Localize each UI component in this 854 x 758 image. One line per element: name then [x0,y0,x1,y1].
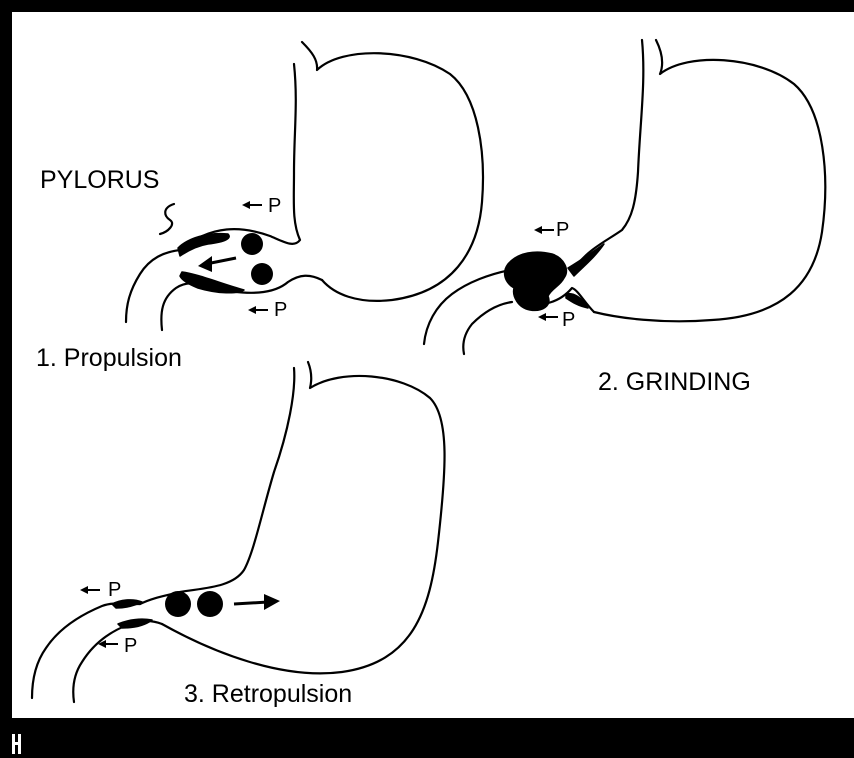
pressure-label: P [108,579,121,601]
pressure-label: P [556,219,569,241]
pressure-label: P [268,195,281,217]
stage-propulsion-label: 1. Propulsion [36,346,182,371]
diagram-panel: P P P P [12,12,854,718]
food-particle [241,233,263,255]
corner-mark [12,742,21,745]
food-particle [251,263,273,285]
pressure-label: P [124,635,137,657]
pressure-arrow-icon [248,306,256,314]
stomach-retropulsion: P P [32,362,445,702]
pressure-arrow-icon [242,201,250,209]
pressure-arrow-icon [538,313,546,321]
stage-retropulsion-label: 3. Retropulsion [184,682,352,707]
stomach-grinding: P P [424,40,825,354]
pressure-label: P [274,299,287,321]
pressure-arrow-icon [534,226,542,234]
stage-grinding-label: 2. GRINDING [598,370,751,395]
stomach-propulsion: P P [126,42,483,330]
food-particle [197,591,223,617]
pressure-arrow-icon [80,586,88,594]
arrow-right-icon [264,594,280,610]
arrow-left-icon [198,256,212,272]
pylorus-label: PYLORUS [40,168,159,193]
pressure-label: P [562,309,575,331]
food-particle [165,591,191,617]
